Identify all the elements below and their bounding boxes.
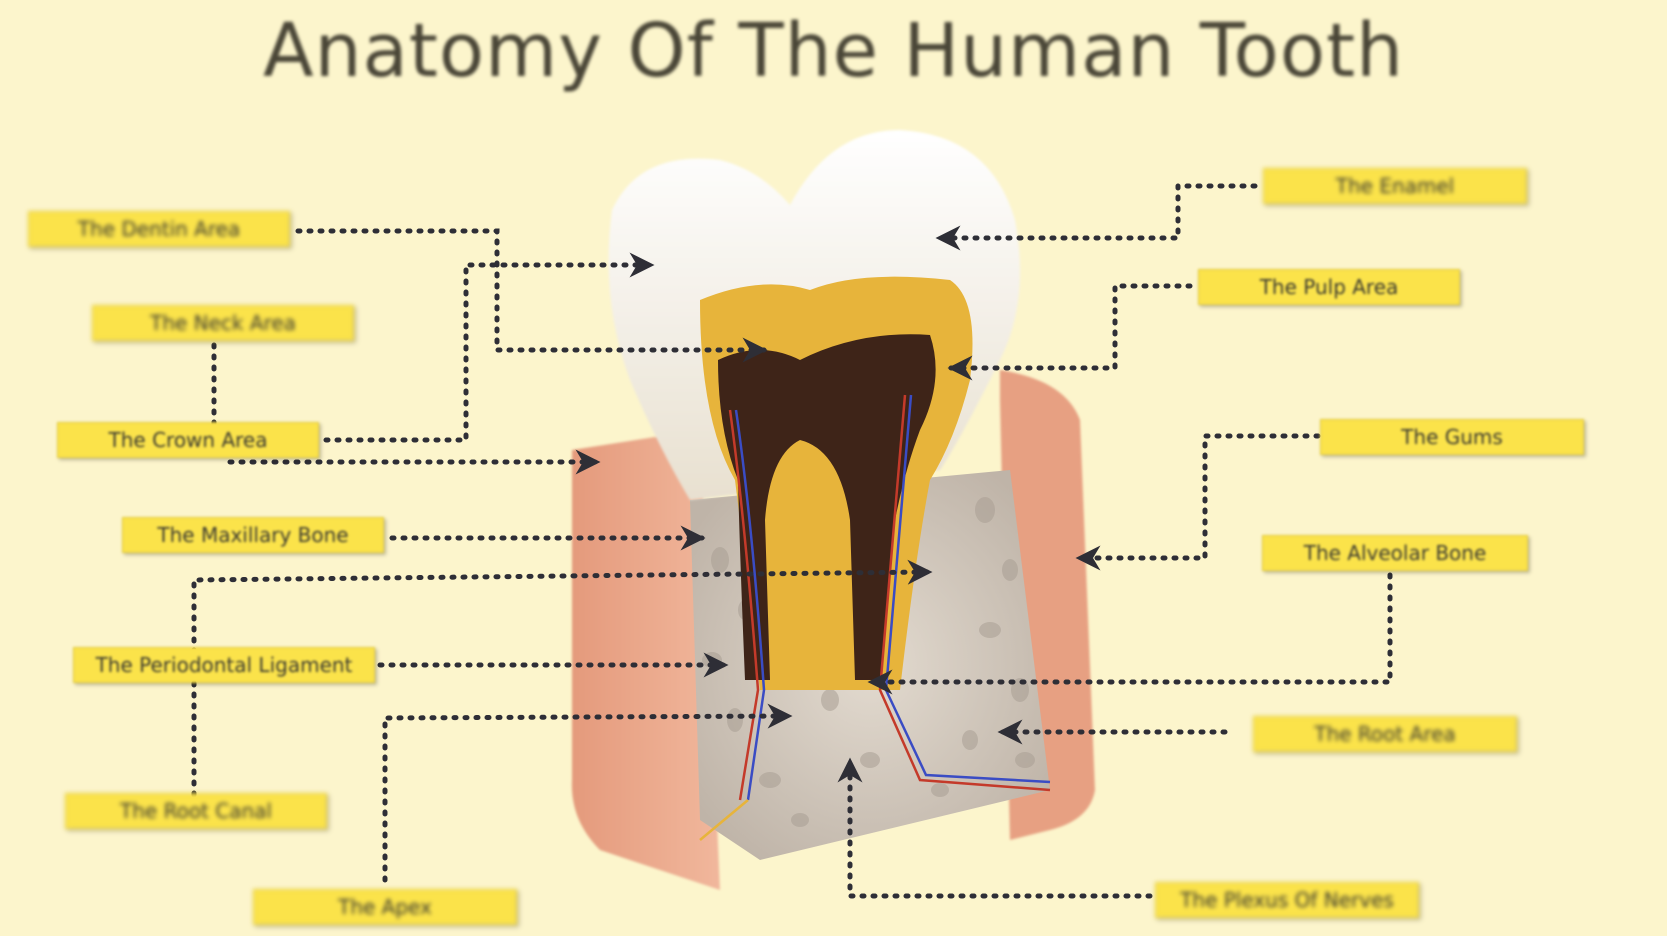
leader-pulp — [947, 283, 1193, 381]
leader-gums — [1075, 433, 1321, 571]
label-enamel: The Enamel — [1263, 168, 1527, 204]
leader-crown-1 — [323, 252, 655, 443]
leader-enamel — [935, 183, 1258, 251]
label-neck: The Neck Area — [92, 305, 354, 341]
leader-lines — [191, 183, 1393, 899]
leader-dentin — [295, 228, 768, 363]
label-maxillary-bone: The Maxillary Bone — [122, 517, 384, 553]
label-dentin: The Dentin Area — [28, 211, 290, 247]
label-pulp: The Pulp Area — [1198, 269, 1460, 305]
pulp-chamber — [718, 334, 936, 680]
label-apex: The Apex — [253, 889, 517, 925]
label-root-canal: The Root Canal — [65, 793, 327, 829]
label-alveolar-bone: The Alveolar Bone — [1262, 535, 1528, 571]
label-vessels: The Plexus Of Nerves — [1155, 882, 1419, 918]
page-title: Anatomy Of The Human Tooth — [262, 8, 1405, 94]
leader-alveolar — [867, 572, 1393, 695]
label-gums: The Gums — [1320, 419, 1584, 455]
leader-apex — [382, 703, 793, 883]
label-root: The Root Area — [1253, 716, 1517, 752]
label-periodontal-ligament: The Periodontal Ligament — [73, 647, 375, 683]
leader-vessels — [837, 757, 1153, 899]
leader-periodontal-root-canal — [191, 559, 933, 798]
label-crown: The Crown Area — [57, 422, 319, 458]
